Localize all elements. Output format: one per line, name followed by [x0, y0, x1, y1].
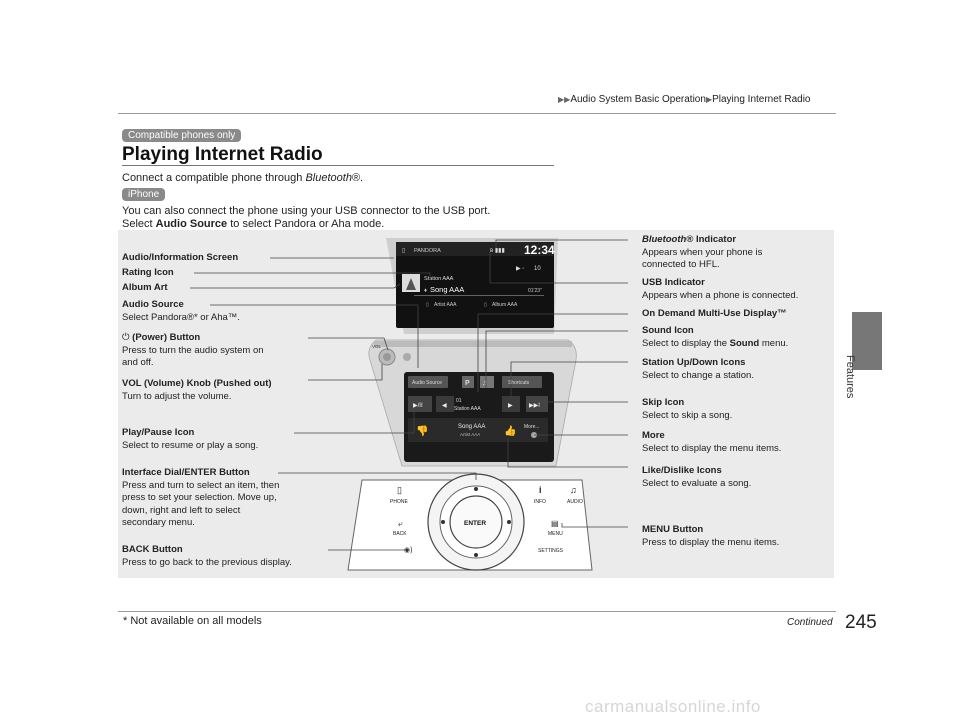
audio-icon: ♫ [570, 485, 577, 495]
pandora-logo-icon [462, 376, 474, 388]
phone-button[interactable]: PHONE [390, 499, 408, 505]
svg-text:▶▶I: ▶▶I [529, 403, 540, 409]
audio-source-button-label: Audio Source [412, 380, 442, 386]
intro-line-2: You can also connect the phone using you… [122, 205, 491, 217]
rating-icon: ♦ [424, 288, 427, 294]
svg-text:▯: ▯ [484, 302, 487, 308]
label-album-art: Album Art [122, 282, 168, 293]
more-button[interactable]: More... [524, 424, 540, 430]
dislike-icon[interactable]: 👎 [416, 425, 428, 437]
section-tab-label: Features [844, 355, 856, 399]
svg-text:▯: ▯ [402, 248, 405, 254]
page-title: Playing Internet Radio [122, 144, 323, 165]
back-arrow-icon: ⤶ [398, 519, 403, 528]
page-number: 245 [845, 612, 877, 633]
power-button[interactable] [403, 353, 411, 361]
footer-rule [118, 611, 836, 612]
preset-number: 01 [456, 398, 462, 404]
header-rule [118, 113, 836, 114]
screen-station: Station AAA [424, 276, 454, 282]
intro-line-3: Select Audio Source to select Pandora or… [122, 218, 385, 230]
control-panel: ENTER ▯ PHONE i INFO ♫ AUDIO ⤶ BACK ▤ ME… [347, 473, 593, 571]
screen-song: Song AAA [430, 285, 464, 294]
screen-elapsed: 01'23" [528, 288, 542, 294]
power-icon: ⏻ [122, 332, 133, 343]
label-rating-icon: Rating Icon [122, 267, 174, 278]
footnote: * Not available on all models [123, 615, 262, 627]
callout-lines [190, 239, 628, 551]
watermark: carmanualsonline.info [585, 697, 761, 716]
screen-album: Album AAA [492, 302, 518, 308]
station-down-icon[interactable] [436, 396, 454, 412]
section-tab-marker [852, 312, 882, 370]
sound-icon[interactable] [480, 376, 494, 388]
touch-station: Station AAA [454, 406, 481, 412]
svg-text:◀: ◀ [442, 403, 447, 409]
svg-text:▶: ▶ [508, 403, 513, 409]
screen-artist: Artist AAA [434, 302, 457, 308]
station-up-icon[interactable] [502, 396, 520, 412]
vol-label: VOL [372, 344, 382, 349]
voice-icon[interactable]: ◉) [404, 547, 412, 554]
like-icon[interactable]: 👍 [504, 424, 516, 437]
shortcuts-button[interactable] [502, 376, 542, 388]
screen-source: PANDORA [414, 248, 441, 254]
breadcrumb-part2[interactable]: Playing Internet Radio [712, 94, 811, 105]
dashboard-illustration: ▯ PANDORA ʙ ▮▮▮ 12:34 ▶ ◦ 10 Station AAA… [190, 238, 628, 571]
title-rule [122, 165, 554, 166]
svg-text:▶/II: ▶/II [413, 403, 423, 409]
audio-button[interactable]: AUDIO [567, 499, 583, 505]
enter-label: ENTER [464, 520, 486, 527]
audio-info-screen: ▯ PANDORA ʙ ▮▮▮ 12:34 ▶ ◦ 10 Station AAA… [386, 238, 558, 334]
compatible-phones-badge: Compatible phones only [122, 129, 242, 142]
menu-button[interactable]: MENU [548, 531, 563, 537]
touch-artist: Artist AAA [460, 432, 480, 437]
svg-text:♫: ♫ [482, 380, 487, 387]
menu-icon: ▤ [551, 519, 559, 528]
screen-clock: 12:34 [524, 243, 555, 257]
on-demand-display: Audio Source P ♫ Shortcuts ▶/II ◀ 01 Sta… [404, 372, 554, 462]
label-audio-info-screen: Audio/Information Screen [122, 252, 239, 263]
settings-button[interactable]: SETTINGS [538, 548, 564, 554]
continued-label: Continued [787, 617, 833, 628]
illustration-panel: ▯ PANDORA ʙ ▮▮▮ 12:34 ▶ ◦ 10 Station AAA… [118, 230, 834, 578]
shortcuts-label: Shortcuts [508, 380, 530, 386]
phone-icon: ▯ [397, 485, 402, 495]
breadcrumb: ▶▶Audio System Basic Operation▶Playing I… [558, 94, 811, 105]
intro-line-1: Connect a compatible phone through Bluet… [122, 172, 364, 184]
skip-icon[interactable] [526, 396, 548, 412]
bluetooth-indicator-icon: ʙ ▮▮▮ [490, 248, 505, 254]
label-vol-knob: VOL (Volume) Knob (Pushed out)Turn to ad… [122, 378, 272, 402]
audio-source-button[interactable] [408, 376, 448, 388]
touch-song: Song AAA [458, 424, 485, 430]
screen-volume: 10 [534, 266, 541, 272]
iphone-badge: iPhone [122, 188, 166, 201]
back-button[interactable]: BACK [393, 531, 407, 537]
breadcrumb-part1[interactable]: Audio System Basic Operation [570, 94, 706, 105]
svg-text:P: P [465, 380, 470, 387]
svg-text:▯: ▯ [426, 302, 429, 308]
info-icon: i [539, 485, 542, 495]
enter-button[interactable] [449, 495, 503, 549]
label-on-demand-display: On Demand Multi-Use Display™ [642, 308, 787, 319]
svg-text:▶ ◦: ▶ ◦ [516, 266, 524, 272]
info-button[interactable]: INFO [534, 499, 546, 505]
